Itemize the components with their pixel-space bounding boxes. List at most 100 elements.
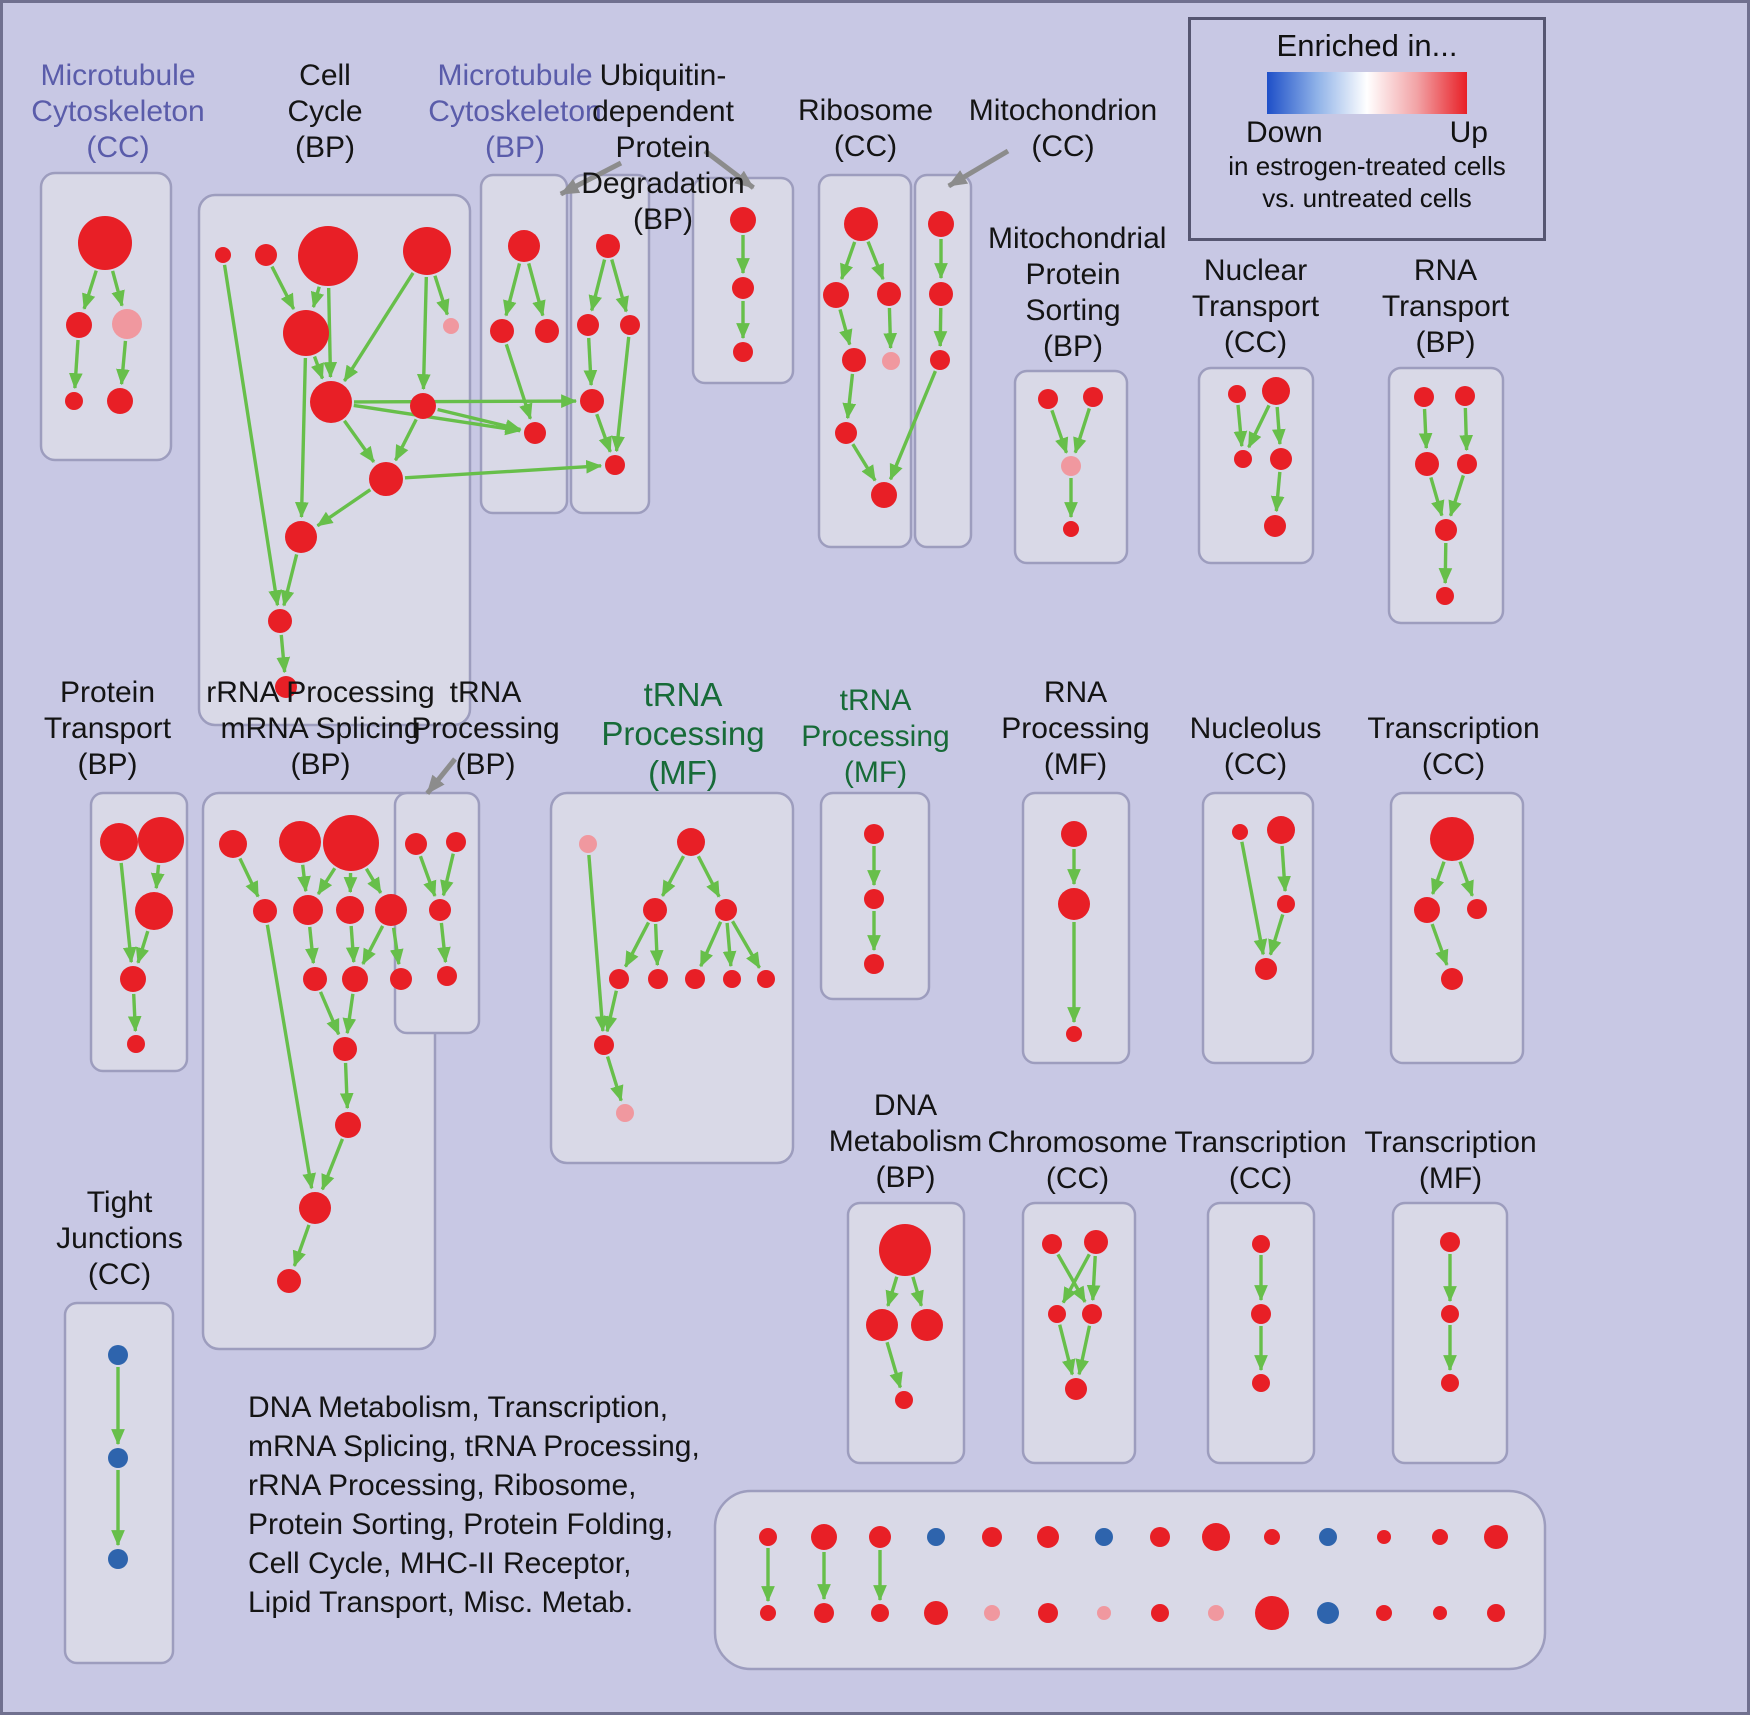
node-microtubule-bp-0 — [508, 230, 540, 262]
node-misc-metab-4 — [982, 1527, 1002, 1547]
edge-nuclear-transport — [1271, 406, 1286, 446]
edge-chromosome — [1061, 1253, 1091, 1304]
edge-trna-bp — [418, 855, 437, 897]
edge-microtubule-cc — [110, 270, 125, 307]
label-mito-protein-sorting: Mitochondrial Protein Sorting (BP) — [988, 222, 1167, 363]
edge-ribosome-cc — [840, 241, 857, 281]
node-ribosome-cc-5 — [835, 422, 857, 444]
node-nuclear-transport-0 — [1228, 385, 1246, 403]
node-mito-protein-sorting-0 — [1038, 389, 1058, 409]
edge-trna-mf-a — [699, 921, 723, 968]
legend-subtitle-2: vs. untreated cells — [1262, 183, 1472, 213]
label-rrna-mrna: rRNA Processing mRNA Splicing (BP) — [206, 676, 435, 781]
node-ribosome-cc-3 — [842, 348, 866, 372]
node-rna-transport-5 — [1436, 587, 1454, 605]
edge-ubiquitin-a — [583, 337, 598, 387]
node-transcription-cc-a-1 — [1414, 897, 1440, 923]
edge-rrna-mrna-splicing — [345, 925, 360, 964]
node-misc-metab-9 — [1264, 1529, 1280, 1545]
node-rrna-mrna-splicing-2 — [323, 815, 379, 871]
node-misc-metab-21 — [1151, 1604, 1169, 1622]
node-transcription-mf-0 — [1440, 1232, 1460, 1252]
edge-rna-transport — [1429, 476, 1445, 517]
node-protein-transport-4 — [127, 1035, 145, 1053]
node-chromosome-4 — [1065, 1378, 1087, 1400]
node-ubiquitin-b-1 — [732, 277, 754, 299]
label-nucleolus: Nucleolus (CC) — [1189, 712, 1322, 781]
node-misc-metab-20 — [1097, 1606, 1111, 1620]
label-trna-bp: tRNA Processing (BP) — [411, 676, 560, 781]
label-microtubule-bp: Microtubule Cytoskeleton (BP) — [428, 59, 602, 164]
node-rrna-mrna-splicing-11 — [335, 1112, 361, 1138]
label-transcription-cc-a: Transcription (CC) — [1367, 712, 1540, 781]
edge-rrna-mrna-splicing — [292, 1224, 311, 1268]
node-ubiquitin-a-3 — [580, 389, 604, 413]
node-rna-transport-2 — [1415, 452, 1439, 476]
edge-cell-cycle — [310, 286, 325, 309]
node-ubiquitin-a-1 — [577, 314, 599, 336]
node-ribosome-cc-2 — [877, 282, 901, 306]
node-nucleolus-0 — [1232, 824, 1248, 840]
edge-microtubule-bp — [503, 262, 522, 317]
edge-trna-mf-a — [731, 920, 761, 969]
edge-cell-cycle — [294, 357, 309, 519]
node-misc-metab-18 — [984, 1605, 1000, 1621]
edge-dna-metabolism — [910, 1276, 924, 1307]
node-misc-metab-10 — [1319, 1528, 1337, 1546]
node-cell-cycle-7 — [410, 393, 436, 419]
node-layer — [65, 207, 1508, 1630]
edge-ribosome-cc — [838, 309, 853, 346]
edge-trna-mf-a — [605, 1055, 624, 1102]
node-ribosome-cc-4 — [882, 352, 900, 370]
edge-cell-cycle — [222, 264, 283, 607]
edge-layer — [68, 148, 1474, 1603]
node-rna-transport-0 — [1414, 387, 1434, 407]
label-pointer-arrow — [703, 149, 755, 190]
node-trna-mf-a-5 — [648, 969, 668, 989]
node-misc-metab-19 — [1038, 1603, 1058, 1623]
node-nucleolus-2 — [1277, 895, 1295, 913]
node-rrna-mrna-splicing-10 — [333, 1037, 357, 1061]
node-rrna-mrna-splicing-8 — [342, 966, 368, 992]
edge-trna-mf-a — [696, 855, 721, 898]
edge-chromosome — [1086, 1255, 1101, 1302]
node-nucleolus-3 — [1255, 958, 1277, 980]
node-cell-cycle-3 — [403, 227, 451, 275]
node-dna-metabolism-0 — [879, 1224, 931, 1276]
cluster-box-rrna-mrna-splicing — [201, 791, 437, 1351]
label-pointer-arrow — [425, 757, 457, 796]
node-rrna-mrna-splicing-3 — [253, 899, 277, 923]
node-ubiquitin-a-0 — [596, 234, 620, 258]
node-transcription-cc-b-0 — [1252, 1235, 1270, 1253]
cross-edge — [353, 403, 522, 436]
label-pointer-arrow — [559, 160, 623, 197]
edge-rna-transport — [1438, 542, 1453, 585]
edge-rrna-mrna-splicing — [364, 867, 383, 894]
edge-chromosome — [1075, 1325, 1092, 1376]
cluster-box-transcription-cc-a — [1389, 791, 1525, 1065]
node-misc-metab-15 — [814, 1603, 834, 1623]
edge-mito-protein-sorting — [1073, 407, 1091, 454]
node-transcription-mf-1 — [1441, 1305, 1459, 1323]
node-trna-bp-2 — [429, 899, 451, 921]
node-trna-mf-a-2 — [643, 898, 667, 922]
edge-trna-mf-a — [649, 923, 664, 967]
edge-cell-cycle — [323, 287, 338, 379]
node-microtubule-bp-2 — [535, 319, 559, 343]
node-transcription-cc-b-1 — [1251, 1304, 1271, 1324]
node-chromosome-2 — [1048, 1305, 1066, 1323]
label-protein-transport: Protein Transport (BP) — [43, 676, 172, 781]
node-misc-metab-26 — [1433, 1606, 1447, 1620]
node-dna-metabolism-3 — [895, 1391, 913, 1409]
node-cell-cycle-6 — [310, 381, 352, 423]
node-mito-protein-sorting-3 — [1063, 521, 1079, 537]
edge-dna-metabolism — [885, 1276, 899, 1307]
node-transcription-cc-b-2 — [1252, 1374, 1270, 1392]
edge-protein-transport — [150, 864, 165, 890]
node-rrna-mrna-splicing-5 — [336, 896, 364, 924]
edge-cell-cycle — [342, 272, 415, 382]
label-trna-mf-b: tRNA Processing (MF) — [801, 684, 950, 789]
cluster-box-dna-metabolism — [846, 1201, 966, 1465]
label-dna-metabolism: DNA Metabolism (BP) — [828, 1089, 983, 1194]
